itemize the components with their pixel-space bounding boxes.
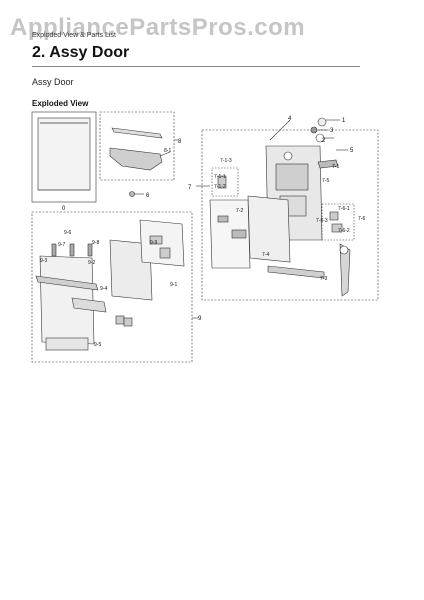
callout-7-1-3: 7-1-3: [220, 158, 232, 164]
callout-6: 6: [146, 193, 150, 199]
watermark: AppliancePartsPros.com: [10, 14, 306, 41]
callout-7-1-1: 7-1-1: [214, 174, 226, 180]
bottom-rail-part: [267, 265, 325, 279]
callout-8-1: 8-1: [164, 148, 171, 154]
latch-part: [317, 159, 339, 169]
callout-7-6-3: 7-6-3: [316, 218, 328, 224]
callout-9-9: 9-9: [150, 240, 157, 246]
callout-3: 3: [330, 128, 334, 134]
cap-part: [317, 117, 327, 127]
callout-9-8: 9-8: [92, 240, 99, 246]
callout-7-4: 7-4: [262, 252, 269, 258]
callout-7-3: 7-3: [320, 276, 327, 282]
callout-7-6-1: 7-6-1: [338, 206, 350, 212]
outer-handle-part: [35, 275, 99, 291]
hinge-bracket-part: [109, 147, 163, 171]
callout-0: 0: [62, 206, 66, 212]
callout-9: 9: [198, 316, 202, 322]
callout-7-2: 7-2: [236, 208, 243, 214]
screw-part: [129, 191, 135, 197]
page-title: 2. Assy Door: [32, 44, 130, 61]
callout-2: 2: [322, 138, 326, 144]
callout-9-7: 9-7: [58, 242, 65, 248]
callout-9-6: 9-6: [64, 230, 71, 236]
title-divider: [32, 66, 360, 67]
callout-7-1-2: 7-1-2: [214, 184, 226, 190]
callout-7: 7: [188, 185, 192, 191]
callout-9-1: 9-1: [170, 282, 177, 288]
kick-plate-part: [45, 337, 89, 351]
section-label: Assy Door: [32, 77, 74, 87]
inner-door-box: [201, 129, 379, 301]
outer-door-box: [31, 211, 193, 363]
callout-4: 4: [288, 116, 292, 122]
callout-7-6-2: 7-6-2: [338, 228, 350, 234]
callout-7-5: 7-5: [322, 178, 329, 184]
exploded-view-label: Exploded View: [32, 99, 89, 108]
callout-9-2: 9-2: [88, 260, 95, 266]
callout-8: 8: [178, 139, 182, 145]
callout-1: 1: [342, 118, 346, 124]
callout-9-3: 9-3: [40, 258, 47, 264]
callout-5: 5: [350, 148, 354, 154]
breadcrumb: Exploded View & Parts List: [32, 32, 116, 39]
callout-9-5: 9-5: [94, 342, 101, 348]
callout-7-6: 7-6: [358, 216, 365, 222]
door-panel-part: [37, 117, 91, 191]
handle-group-box: [99, 111, 175, 181]
outer-door-panel: [39, 255, 95, 345]
handle-bar-part: [111, 127, 163, 139]
callout-9-4: 9-4: [100, 286, 107, 292]
door-panel-box: [31, 111, 97, 203]
callout-7-1: 7-1: [332, 164, 339, 170]
